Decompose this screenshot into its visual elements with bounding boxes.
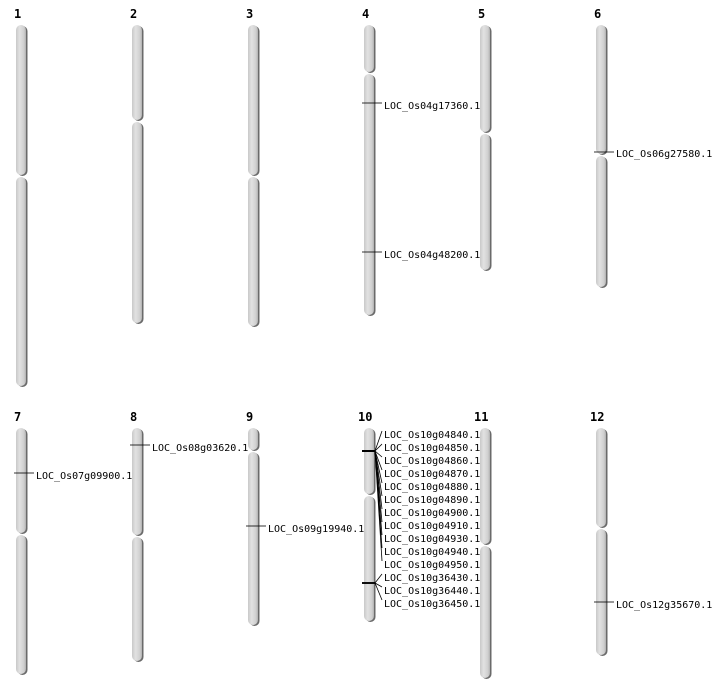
- gene-label: LOC_Os10g04840.1: [384, 430, 480, 441]
- chromosome-number: 6: [594, 7, 601, 21]
- chromosome-q-arm: [480, 134, 490, 270]
- gene-leader-line: [374, 582, 383, 601]
- chromosome-q-arm: [132, 122, 142, 323]
- chromosome-1: 1: [14, 7, 28, 387]
- gene-label: LOC_Os07g09900.1: [36, 471, 132, 482]
- chromosome-number: 8: [130, 410, 137, 424]
- chromosome-p-arm: [480, 25, 490, 132]
- gene-label: LOC_Os10g04880.1: [384, 482, 480, 493]
- gene-label: LOC_Os10g36440.1: [384, 586, 480, 597]
- chromosome-p-arm: [132, 25, 142, 120]
- chromosome-number: 5: [478, 7, 485, 21]
- chromosome-number: 12: [590, 410, 604, 424]
- gene-label: LOC_Os10g36450.1: [384, 599, 480, 610]
- chromosome-number: 1: [14, 7, 21, 21]
- chromosome-3: 3: [246, 7, 260, 327]
- chromosome-number: 7: [14, 410, 21, 424]
- gene-label: LOC_Os09g19940.1: [268, 524, 364, 535]
- chromosome-q-arm: [16, 177, 26, 386]
- gene-leader-line: [374, 582, 383, 588]
- chromosome-p-arm: [364, 428, 374, 494]
- chromosome-p-arm: [132, 428, 142, 535]
- gene-leader-line: [374, 573, 383, 584]
- chromosome-number: 11: [474, 410, 488, 424]
- chromosome-number: 3: [246, 7, 253, 21]
- gene-leader-line: [374, 430, 383, 452]
- chromosome-q-arm: [596, 529, 606, 655]
- gene-label: LOC_Os10g04860.1: [384, 456, 480, 467]
- gene-label: LOC_Os04g17360.1: [384, 101, 480, 112]
- chromosome-number: 4: [362, 7, 369, 21]
- chromosome-q-arm: [596, 156, 606, 287]
- chromosome-p-arm: [248, 25, 258, 175]
- chromosome-q-arm: [480, 546, 490, 678]
- chromosome-q-arm: [248, 177, 258, 326]
- chromosome-p-arm: [596, 428, 606, 527]
- gene-label: LOC_Os10g04940.1: [384, 547, 480, 558]
- gene-label: LOC_Os10g04930.1: [384, 534, 480, 545]
- chromosome-5: 5: [478, 7, 492, 271]
- gene-label: LOC_Os08g03620.1: [152, 443, 248, 454]
- chromosome-q-arm: [364, 496, 374, 621]
- chromosome-11: 11: [474, 410, 492, 679]
- gene-label: LOC_Os10g04850.1: [384, 443, 480, 454]
- chromosome-number: 10: [358, 410, 372, 424]
- gene-label: LOC_Os10g04910.1: [384, 521, 480, 532]
- chromosome-p-arm: [248, 428, 258, 450]
- gene-leader-line: [374, 450, 383, 471]
- gene-leader-line: [374, 443, 383, 452]
- chromosome-number: 9: [246, 410, 253, 424]
- gene-label: LOC_Os06g27580.1: [616, 149, 712, 160]
- gene-label: LOC_Os10g04950.1: [384, 560, 480, 571]
- chromosome-q-arm: [16, 535, 26, 674]
- chromosome-p-arm: [16, 428, 26, 533]
- gene-label: LOC_Os10g04890.1: [384, 495, 480, 506]
- gene-label: LOC_Os10g04870.1: [384, 469, 480, 480]
- chromosome-q-arm: [364, 74, 374, 315]
- gene-leader-line: [374, 450, 383, 562]
- gene-label: LOC_Os12g35670.1: [616, 600, 712, 611]
- chromosome-p-arm: [16, 25, 26, 175]
- chromosome-p-arm: [364, 25, 374, 72]
- chromosome-p-arm: [480, 428, 490, 544]
- chromosome-2: 2: [130, 7, 144, 324]
- chromosome-q-arm: [132, 537, 142, 661]
- gene-label: LOC_Os10g36430.1: [384, 573, 480, 584]
- gene-leader-line: [374, 450, 383, 458]
- chromosome-q-arm: [248, 452, 258, 625]
- gene-label: LOC_Os04g48200.1: [384, 250, 480, 261]
- chromosome-number: 2: [130, 7, 137, 21]
- chromosome-10: 10LOC_Os10g04840.1LOC_Os10g04850.1LOC_Os…: [358, 410, 480, 622]
- chromosome-p-arm: [596, 25, 606, 154]
- gene-label: LOC_Os10g04900.1: [384, 508, 480, 519]
